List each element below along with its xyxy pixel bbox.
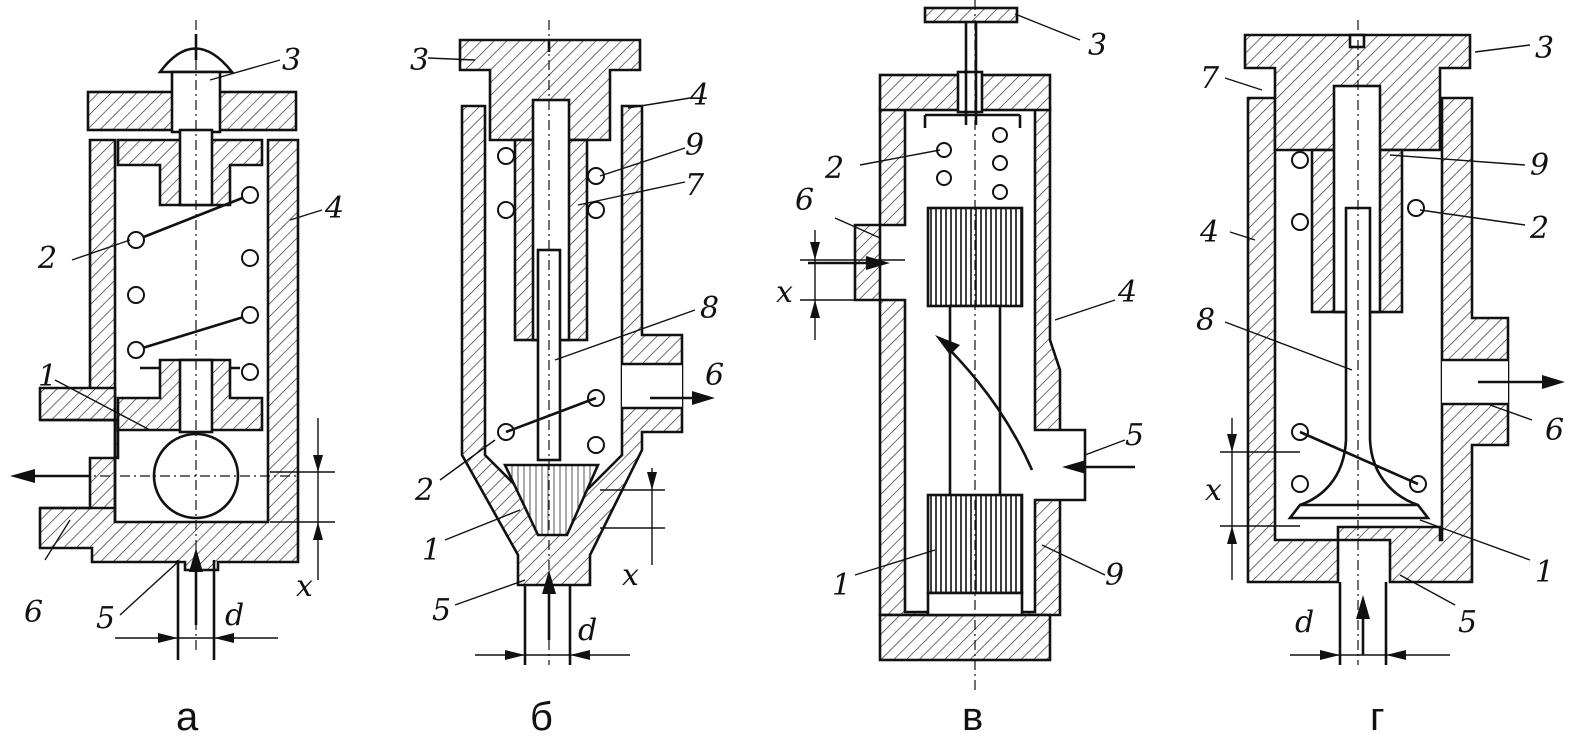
label-d: d: [578, 613, 597, 648]
spring-2: [497, 147, 605, 454]
housing-4: [1246, 96, 1510, 584]
label-6: 6: [1545, 413, 1564, 448]
label-2: 2: [824, 151, 844, 186]
label-6: 6: [705, 358, 724, 393]
label-1: 1: [1535, 555, 1554, 590]
housing-4: [38, 138, 300, 572]
label-x: x: [622, 558, 639, 593]
label-7: 7: [1200, 61, 1220, 96]
handle-3: [923, 6, 1019, 24]
label-3: 3: [282, 43, 301, 78]
label-5: 5: [1125, 418, 1144, 453]
label-3: 3: [410, 43, 429, 78]
label-2: 2: [414, 473, 434, 508]
label-9: 9: [1105, 558, 1124, 593]
panel-g: 3 7 9 2 4 8 6 x 1 5 d г: [1196, 20, 1565, 739]
panel-caption-v: в: [962, 695, 983, 739]
label-4: 4: [1117, 275, 1137, 310]
label-4: 4: [324, 191, 344, 226]
label-6: 6: [795, 183, 814, 218]
label-5: 5: [1458, 605, 1477, 640]
label-1: 1: [832, 568, 851, 603]
housing-4: [853, 106, 1087, 617]
spring-2: [1291, 151, 1427, 493]
label-3: 3: [1088, 28, 1107, 63]
label-d: d: [225, 598, 244, 633]
label-x: x: [1205, 473, 1222, 508]
panel-b: 3 4 9 7 8 6 2 1 5 x d б: [410, 20, 724, 739]
label-x: x: [296, 569, 313, 604]
label-7: 7: [685, 168, 705, 203]
label-6: 6: [24, 595, 43, 630]
label-4: 4: [689, 78, 709, 113]
label-1: 1: [422, 533, 441, 568]
bottom-plate: [878, 613, 1052, 662]
spring-2: [936, 127, 1008, 200]
label-9: 9: [1530, 148, 1549, 183]
spring-2: [127, 186, 259, 381]
label-2: 2: [1529, 211, 1549, 246]
panel-caption-g: г: [1370, 695, 1385, 739]
label-9: 9: [685, 128, 704, 163]
panel-a: 3 4 2 1 6 5 x d а: [10, 20, 344, 739]
label-d: d: [1295, 605, 1314, 640]
panel-caption-b: б: [530, 695, 553, 739]
label-5: 5: [432, 593, 451, 628]
panel-caption-a: а: [176, 695, 199, 739]
cone-poppet-1: [502, 463, 600, 537]
poppet-1: [1287, 206, 1431, 520]
label-x: x: [776, 275, 793, 310]
panel-v: 3 2 6 x 4 5 9 1 в: [776, 0, 1144, 739]
label-2: 2: [37, 241, 57, 276]
cap-screw-3: [458, 38, 642, 142]
label-8: 8: [1196, 303, 1215, 338]
label-8: 8: [700, 291, 719, 326]
label-5: 5: [96, 601, 115, 636]
label-4: 4: [1199, 215, 1219, 250]
label-1: 1: [38, 359, 57, 394]
label-3: 3: [1535, 31, 1554, 66]
